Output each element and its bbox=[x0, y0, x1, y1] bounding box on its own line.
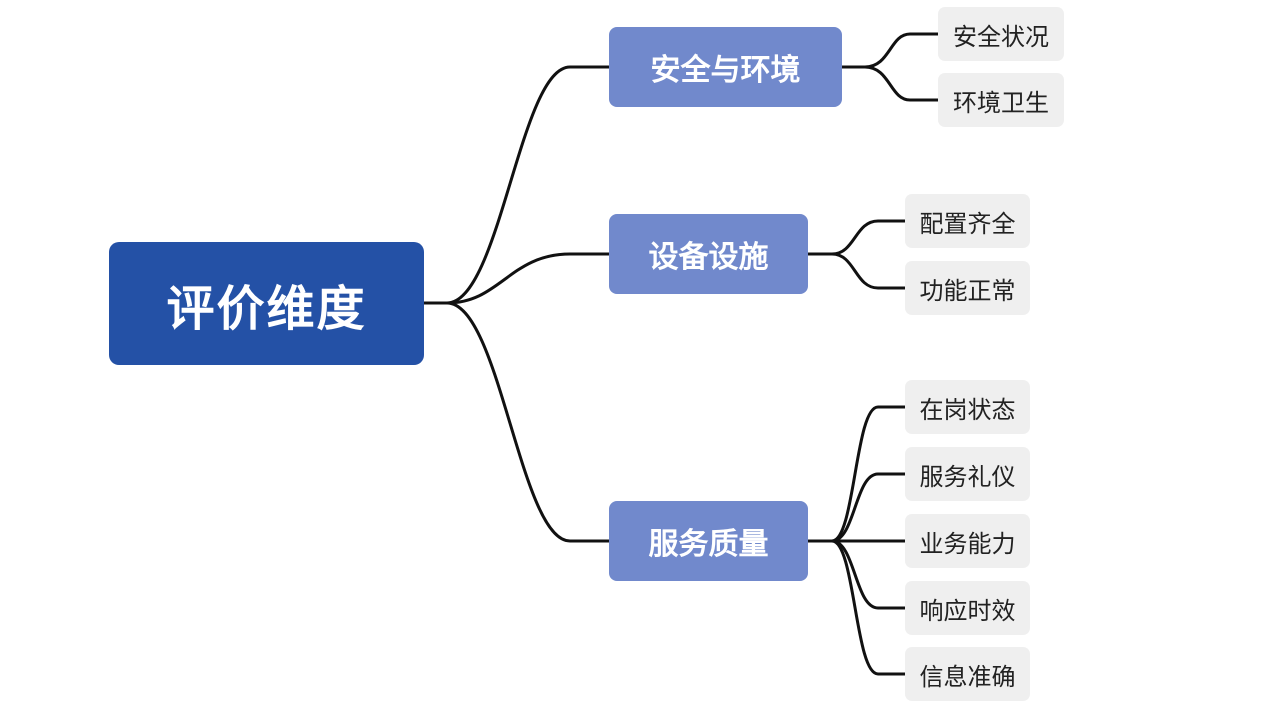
connector-line bbox=[806, 252, 907, 290]
leaf-label: 配置齐全 bbox=[919, 209, 1016, 238]
branch-label: 设备设施 bbox=[648, 240, 769, 275]
leaf-label: 信息准确 bbox=[919, 662, 1016, 691]
connector-line bbox=[806, 539, 907, 676]
leaf-node-on-duty-status: 在岗状态 bbox=[905, 380, 1030, 434]
connector-line bbox=[806, 472, 907, 543]
connector-line bbox=[422, 301, 611, 543]
branch-node-equipment-facilities: 设备设施 bbox=[609, 214, 808, 294]
branch-label: 安全与环境 bbox=[650, 53, 801, 88]
leaf-node-response-timeliness: 响应时效 bbox=[905, 581, 1030, 635]
leaf-node-fully-equipped: 配置齐全 bbox=[905, 194, 1030, 248]
connector-line bbox=[422, 252, 611, 305]
leaf-label: 服务礼仪 bbox=[919, 462, 1016, 491]
branch-label: 服务质量 bbox=[648, 527, 769, 562]
connector-line bbox=[422, 65, 611, 305]
connector-line bbox=[840, 32, 940, 69]
leaf-node-functioning-normally: 功能正常 bbox=[905, 261, 1030, 315]
leaf-node-business-ability: 业务能力 bbox=[905, 514, 1030, 568]
leaf-label: 安全状况 bbox=[953, 22, 1049, 51]
branch-node-service-quality: 服务质量 bbox=[609, 501, 808, 581]
branch-node-safety-environment: 安全与环境 bbox=[609, 27, 842, 107]
connector-line bbox=[806, 219, 907, 256]
root-node: 评价维度 bbox=[109, 242, 424, 365]
leaf-node-information-accuracy: 信息准确 bbox=[905, 647, 1030, 701]
connector-group bbox=[422, 32, 940, 676]
leaf-label: 环境卫生 bbox=[953, 88, 1049, 117]
leaf-label: 响应时效 bbox=[919, 596, 1016, 625]
connector-line bbox=[806, 539, 907, 610]
connector-line bbox=[840, 65, 940, 102]
leaf-node-service-etiquette: 服务礼仪 bbox=[905, 447, 1030, 501]
leaf-label: 业务能力 bbox=[919, 529, 1016, 558]
leaf-label: 功能正常 bbox=[919, 276, 1016, 305]
root-label: 评价维度 bbox=[166, 280, 367, 337]
leaf-node-safety-status: 安全状况 bbox=[938, 7, 1064, 61]
leaf-node-environment-hygiene: 环境卫生 bbox=[938, 73, 1064, 127]
leaf-label: 在岗状态 bbox=[919, 395, 1016, 424]
